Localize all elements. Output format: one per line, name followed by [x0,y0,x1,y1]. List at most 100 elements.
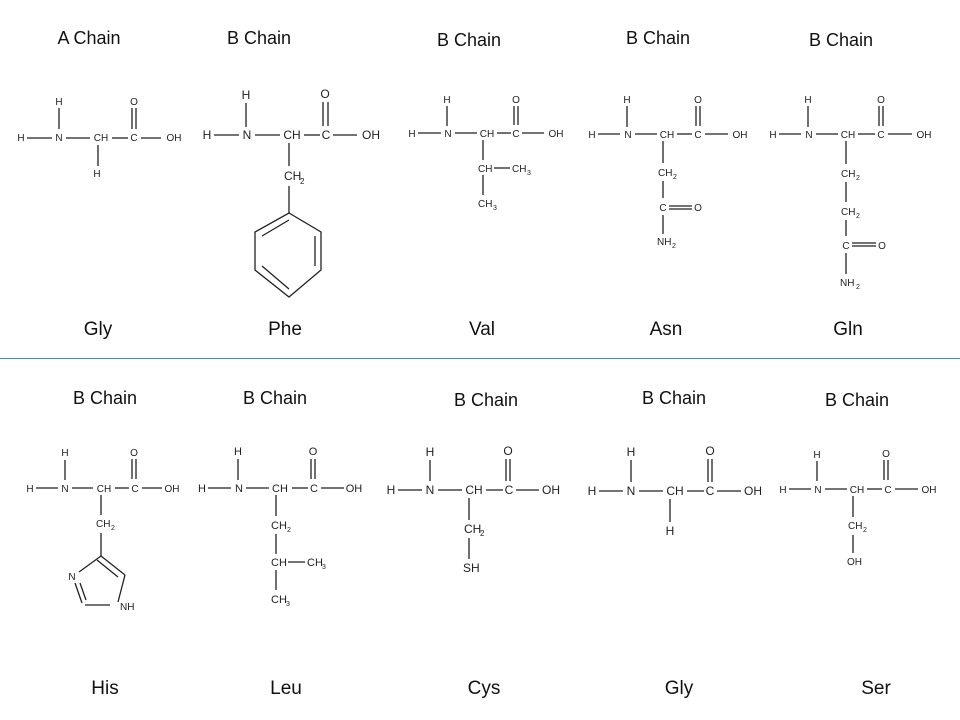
svg-text:C: C [131,484,138,495]
structure-gly-bottom: H H N CH C OH O H [588,444,762,538]
amino-acid-name-phe: Phe [268,319,302,340]
svg-text:H: H [387,483,396,497]
svg-text:CH: CH [97,484,111,495]
structure-gln: H H N CH C OH O CH 2 CH 2 C O NH 2 [769,95,931,291]
svg-text:OH: OH [744,484,762,498]
svg-text:N: N [444,129,451,140]
svg-text:N: N [55,133,62,144]
svg-text:CH: CH [841,130,855,141]
svg-text:CH: CH [271,594,287,606]
svg-text:CH: CH [848,521,862,532]
svg-text:CH: CH [271,557,287,569]
chain-label-ser: B Chain [824,390,890,410]
amino-acid-name-ser: Ser [861,678,891,699]
svg-text:C: C [512,129,519,140]
svg-text:CH: CH [465,483,482,497]
chain-label-cys: B Chain [453,390,519,410]
svg-text:OH: OH [549,129,564,140]
structure-ser: H H N CH C OH O CH 2 OH [779,449,936,568]
chain-label-phe: B Chain [226,28,292,48]
svg-text:C: C [706,484,715,498]
svg-text:H: H [242,88,251,102]
amino-acid-name-leu: Leu [270,678,302,699]
svg-text:O: O [130,97,138,108]
svg-text:3: 3 [493,205,497,212]
svg-text:2: 2 [856,213,860,220]
svg-text:C: C [842,241,849,252]
svg-text:2: 2 [480,529,485,538]
svg-text:N: N [627,484,636,498]
svg-text:N: N [61,484,68,495]
svg-text:NH: NH [840,278,854,289]
chain-label-asn: B Chain [625,28,691,48]
svg-text:H: H [779,485,786,496]
svg-text:H: H [588,484,597,498]
svg-text:OH: OH [847,557,862,568]
amino-acid-name-asn: Asn [649,319,683,340]
svg-text:C: C [659,203,666,214]
svg-text:2: 2 [111,525,115,532]
svg-text:N: N [235,483,243,495]
svg-text:H: H [26,484,33,495]
svg-text:O: O [877,95,885,106]
amino-acid-name-gln: Gln [833,319,863,340]
svg-text:3: 3 [322,564,326,571]
svg-text:C: C [310,483,318,495]
structure-his: H H N CH C OH O CH 2 NH N [26,448,179,613]
svg-text:OH: OH [167,133,182,144]
svg-text:C: C [877,130,884,141]
svg-text:H: H [443,95,450,106]
structure-leu: H H N CH C OH O CH 2 CH CH 3 CH 3 [198,446,362,608]
svg-text:SH: SH [463,561,480,575]
chain-label-leu: B Chain [242,388,308,408]
svg-text:CH: CH [283,128,300,142]
svg-text:C: C [322,128,331,142]
svg-text:2: 2 [672,243,676,250]
chain-label-gly-top: A Chain [57,28,121,48]
svg-text:2: 2 [673,174,677,181]
svg-text:CH: CH [666,484,683,498]
svg-text:O: O [503,444,512,458]
svg-text:H: H [769,130,776,141]
svg-text:2: 2 [863,527,867,534]
svg-text:CH: CH [850,485,864,496]
svg-text:H: H [588,130,595,141]
svg-text:N: N [814,485,821,496]
svg-text:O: O [882,449,890,460]
svg-text:CH: CH [660,130,674,141]
svg-text:C: C [505,483,514,497]
structure-phe: H H N CH C OH O CH 2 [203,87,380,298]
svg-text:N: N [624,130,631,141]
svg-text:O: O [694,203,702,214]
chain-label-val: B Chain [436,30,502,50]
svg-text:H: H [93,169,100,180]
svg-text:CH: CH [841,207,855,218]
svg-text:O: O [309,446,318,458]
svg-text:CH: CH [96,519,110,530]
svg-text:OH: OH [346,483,363,495]
svg-text:N: N [805,130,812,141]
structure-val: H H N CH C OH O CH CH 3 CH 3 [408,95,563,212]
svg-text:OH: OH [542,483,560,497]
svg-text:CH: CH [307,557,323,569]
svg-text:CH: CH [271,520,287,532]
svg-text:H: H [234,446,242,458]
svg-text:CH: CH [658,168,672,179]
chain-label-gln: B Chain [808,30,874,50]
svg-text:C: C [884,485,891,496]
svg-text:CH: CH [284,169,301,183]
svg-text:3: 3 [286,601,290,608]
svg-text:NH: NH [657,237,671,248]
row-divider [0,358,960,359]
svg-text:CH: CH [480,129,494,140]
svg-text:3: 3 [527,170,531,177]
svg-text:H: H [627,445,636,459]
svg-text:O: O [705,444,714,458]
svg-text:H: H [17,133,24,144]
structure-asn: H H N CH C OH O CH 2 C O NH 2 [588,95,747,250]
svg-text:2: 2 [287,527,291,534]
structure-cys: H H N CH C OH O CH 2 SH [387,444,560,575]
svg-text:OH: OH [165,484,180,495]
svg-text:NH: NH [120,602,134,613]
svg-text:2: 2 [300,177,305,186]
